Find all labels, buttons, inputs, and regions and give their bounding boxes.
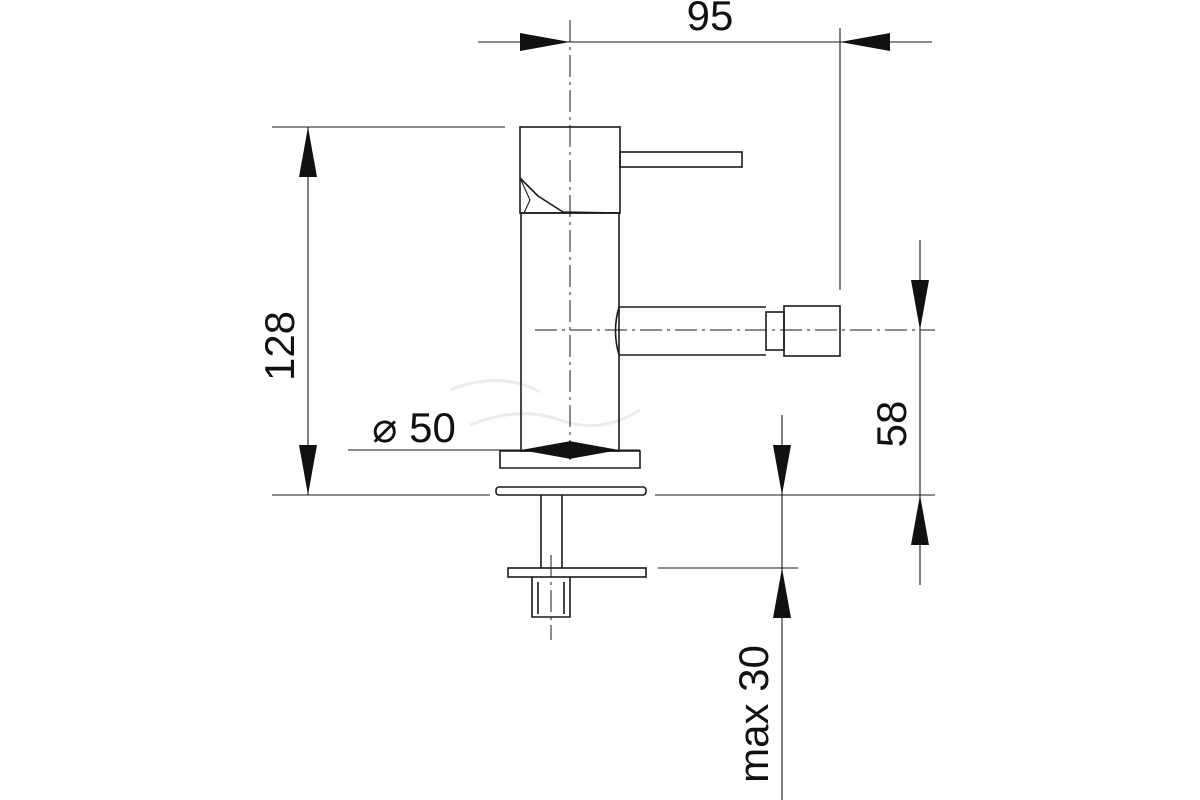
handle-chamfer-shadow bbox=[519, 177, 531, 214]
width-label: 95 bbox=[687, 0, 734, 39]
dimension-height: 128 bbox=[256, 126, 505, 496]
dimension-spout-height: 58 bbox=[655, 240, 935, 585]
height-label: 128 bbox=[256, 311, 303, 381]
mounting-stud bbox=[540, 495, 563, 568]
spout bbox=[614, 306, 766, 356]
deck-plate-top bbox=[495, 486, 647, 496]
center-lines bbox=[535, 20, 935, 640]
max-thickness-label: max 30 bbox=[730, 645, 777, 783]
dimension-diameter: ⌀ 50 bbox=[348, 404, 640, 459]
washer-bottom bbox=[507, 567, 647, 578]
watermark bbox=[449, 379, 641, 428]
diameter-label: ⌀ 50 bbox=[372, 404, 456, 451]
dimension-max-thickness: max 30 bbox=[658, 415, 798, 800]
spout-height-label: 58 bbox=[868, 401, 915, 448]
faucet-body bbox=[495, 126, 841, 618]
lever bbox=[619, 151, 743, 168]
aerator-tip bbox=[783, 305, 841, 357]
aerator-ring bbox=[765, 311, 785, 351]
dimension-width: 95 bbox=[478, 0, 932, 290]
